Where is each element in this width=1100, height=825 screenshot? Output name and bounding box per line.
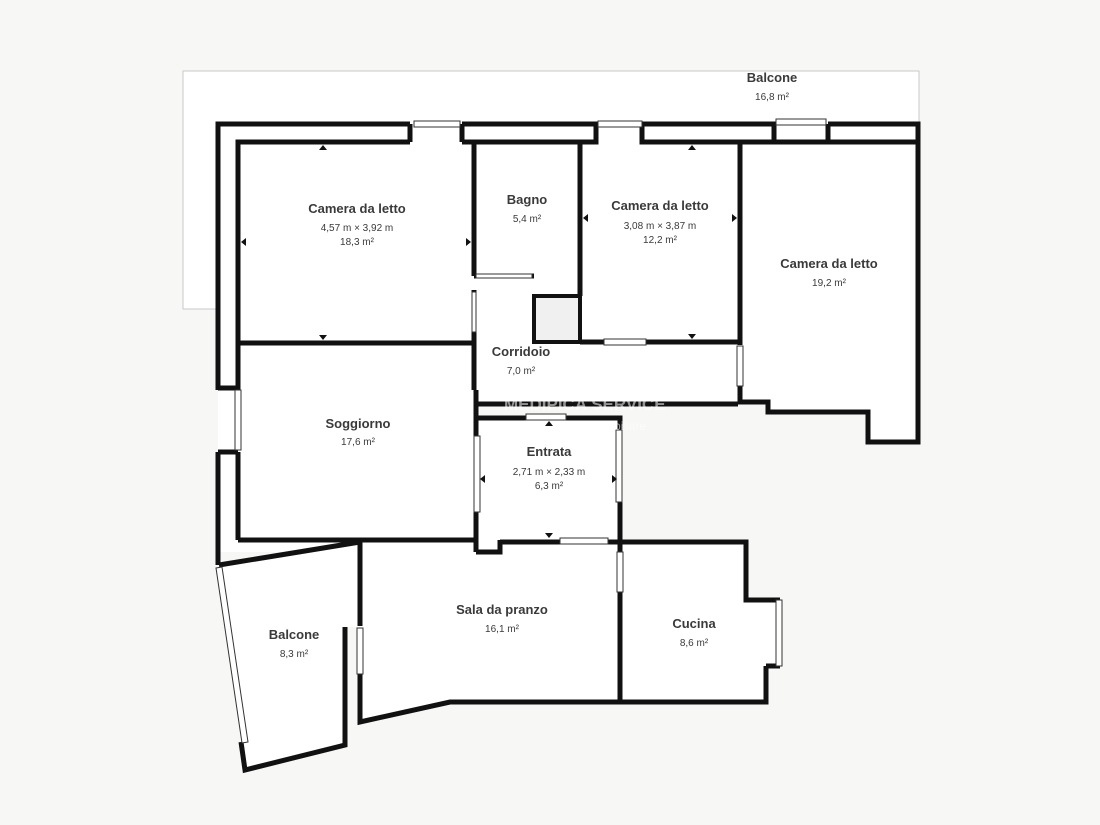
arrow-camera2-bottom [688,334,696,339]
window-camera3-top [775,118,827,126]
door-cucina [616,551,624,593]
watermark-line2: Immobiliare [584,419,646,433]
window-cucina-right [775,599,783,667]
window-soggiorno-left [234,389,242,451]
dimension-markers [241,145,737,538]
door-camera2 [603,338,647,346]
door-corridor-left [471,291,477,333]
camera3-name: Camera da letto [780,256,878,271]
arrow-camera2-top [688,145,696,150]
corridoio-area: 7,0 m² [507,366,536,377]
window-camera2-top [597,120,643,128]
balcone-top-name: Balcone [747,70,798,85]
camera3-area: 19,2 m² [812,278,847,289]
arrow-entrata-top [545,421,553,426]
door-bagno [475,273,533,279]
windows [215,118,827,744]
arrow-camera2-right [732,214,737,222]
arrow-entrata-left [480,475,485,483]
camera2-dims: 3,08 m × 3,87 m [624,221,697,232]
camera1-name: Camera da letto [308,201,406,216]
sala-area: 16,1 m² [485,624,520,635]
door-balcony-left [356,627,364,675]
cucina-area: 8,6 m² [680,638,709,649]
balcone-top-area: 16,8 m² [755,92,790,103]
soggiorno-name: Soggiorno [326,416,391,431]
camera2-area: 12,2 m² [643,235,678,246]
arrow-camera1-left [241,238,246,246]
soggiorno-floor [218,342,476,552]
watermark-line1: MEDIPICA SERVICE [504,395,666,414]
cucina-name: Cucina [672,616,716,631]
camera3-floor [738,122,918,442]
arrow-camera1-bottom [319,335,327,340]
corridoio-name: Corridoio [492,344,551,359]
door-entrata-top [525,413,567,421]
door-sala [559,537,609,545]
door-camera3 [736,345,744,387]
walls [215,121,921,774]
bagno-shaft [532,294,582,344]
arrow-camera1-right [466,238,471,246]
entrata-name: Entrata [527,444,573,459]
balcony-left-floor [219,542,360,770]
camera2-name: Camera da letto [611,198,709,213]
entrata-area: 6,3 m² [535,481,564,492]
cucina-floor [620,540,780,702]
window-balcony-left [215,566,249,744]
door-entrata-right [615,429,623,503]
arrow-camera1-top [319,145,327,150]
balcone-left-area: 8,3 m² [280,649,309,660]
bagno-name: Bagno [507,192,548,207]
entrata-dims: 2,71 m × 2,33 m [513,467,586,478]
watermark: MEDIPICA SERVICE Immobiliare [504,395,666,433]
sala-name: Sala da pranzo [456,602,548,617]
door-entrata-left [473,435,481,513]
arrow-entrata-right [612,475,617,483]
entrata-floor [476,418,620,542]
balcone-left-name: Balcone [269,627,320,642]
bagno-area: 5,4 m² [513,214,542,225]
soggiorno-area: 17,6 m² [341,437,376,448]
arrow-entrata-bottom [545,533,553,538]
sala-floor [360,540,620,722]
room-labels: Balcone 16,8 m² Camera da letto 4,57 m ×… [269,70,878,660]
window-camera1-top [413,120,461,128]
arrow-camera2-left [583,214,588,222]
camera1-dims: 4,57 m × 3,92 m [321,223,394,234]
camera1-area: 18,3 m² [340,237,375,248]
